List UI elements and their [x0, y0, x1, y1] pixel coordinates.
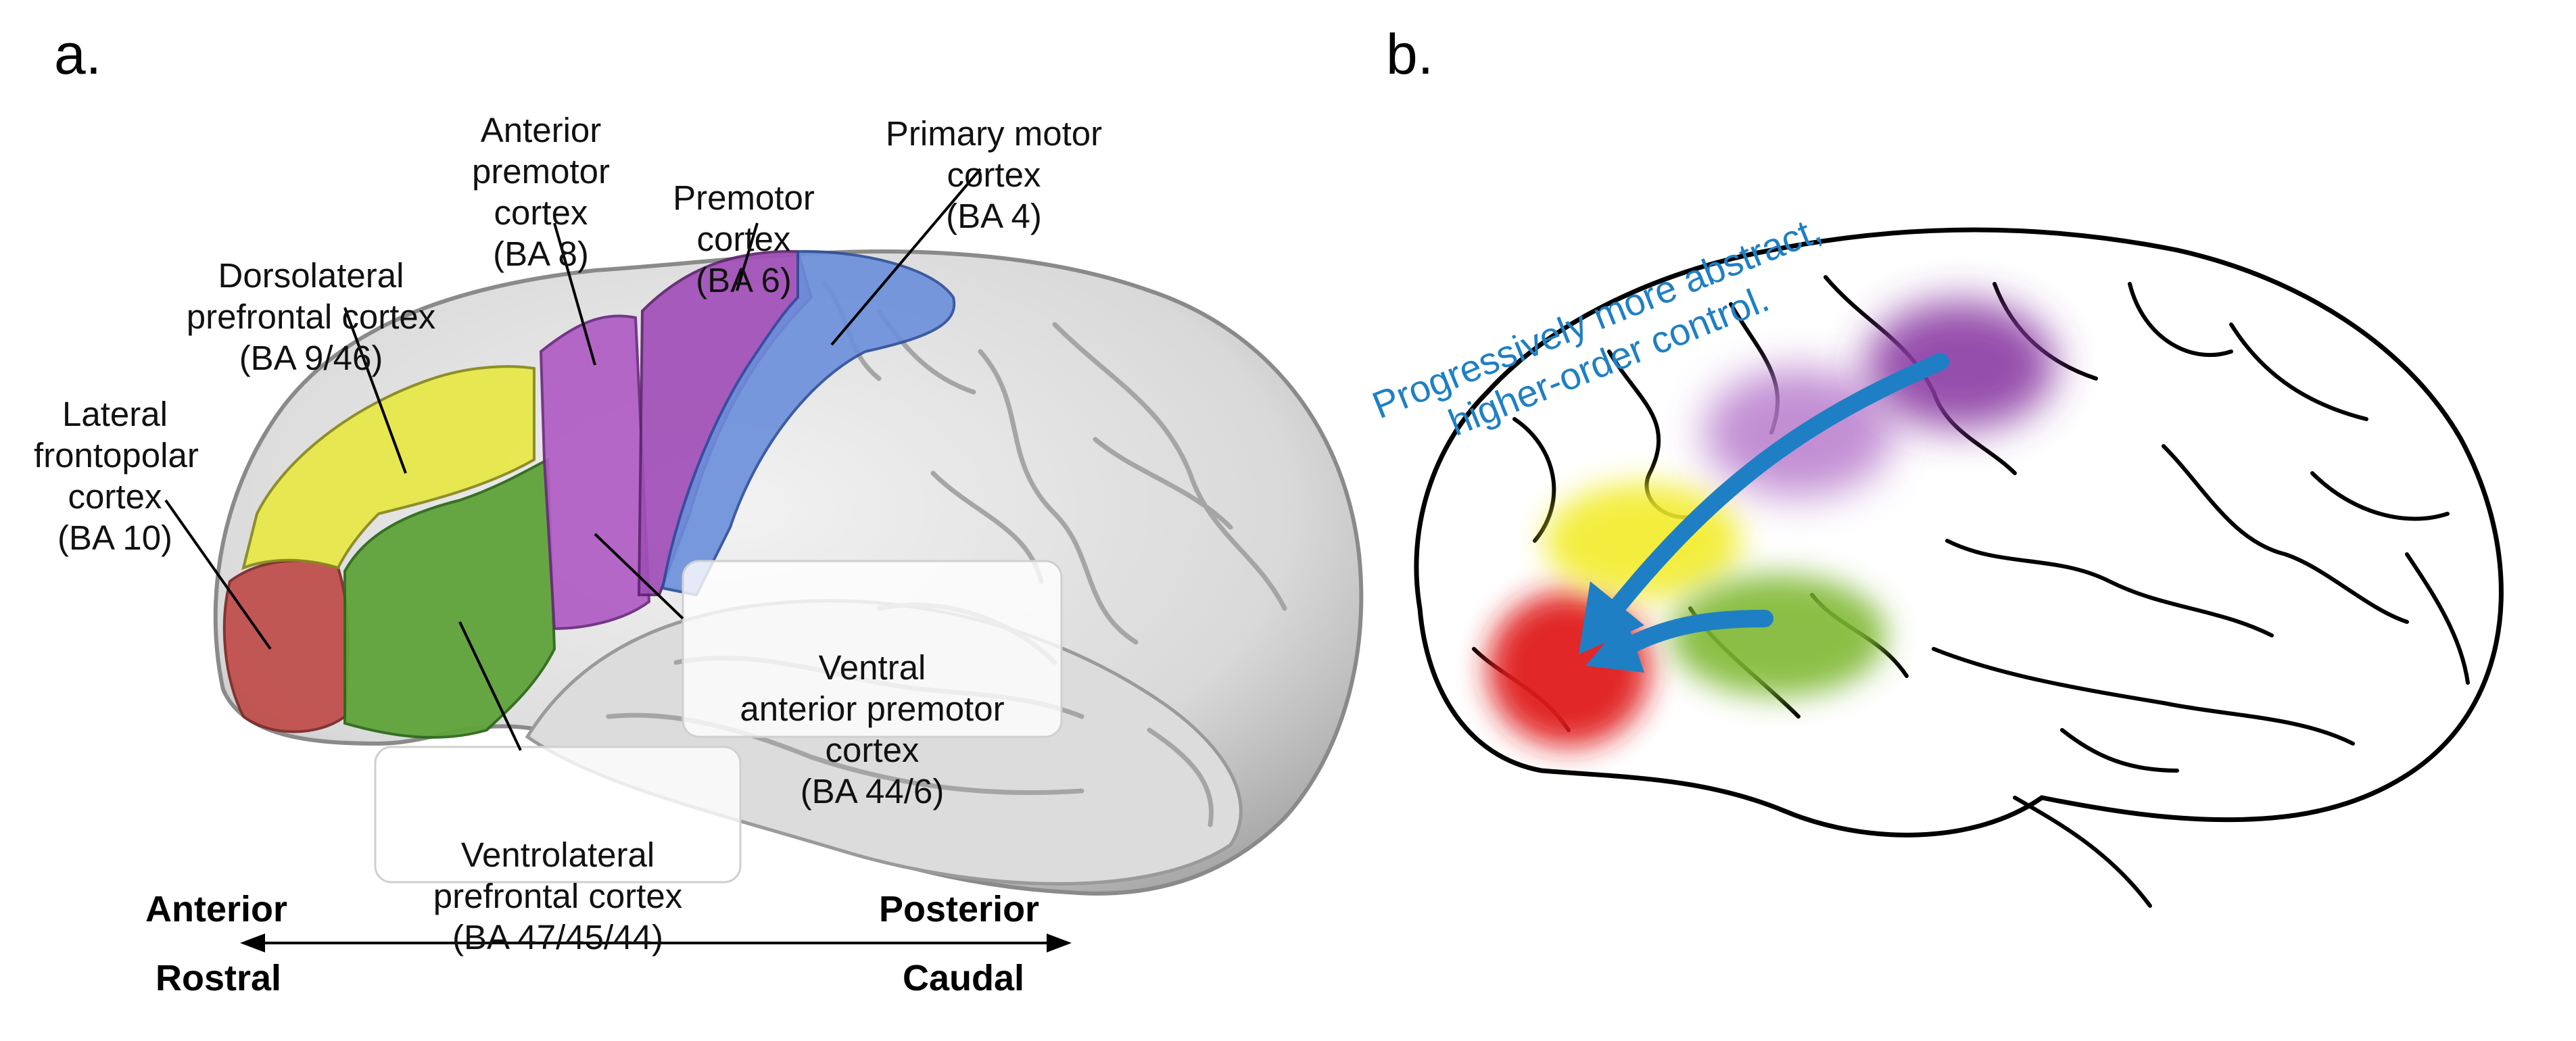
- ventral-anterior-premotor-box: [682, 560, 1063, 738]
- axis-posterior: Posterior: [879, 889, 1040, 929]
- blob-purple: [1866, 301, 2055, 429]
- brain-b-outline: [1414, 227, 2504, 838]
- axis-arrow: [240, 934, 1072, 952]
- leader-ba6: [736, 222, 759, 291]
- panel-a-label: a.: [54, 22, 102, 86]
- leader-ventrolateral: [458, 621, 522, 751]
- region-ba946-fill: [241, 365, 535, 571]
- abstract-arrow-short: [1621, 610, 1773, 654]
- abstract-arrow-long: [1607, 353, 1949, 617]
- leader-lines: [164, 168, 982, 751]
- panel-b-label: b.: [1386, 22, 1434, 86]
- region-ba8-fill: [539, 314, 651, 631]
- leader-ba446: [594, 533, 684, 620]
- leader-ba4: [830, 168, 982, 346]
- region-ba4-fill: [661, 249, 956, 597]
- blob-green: [1670, 575, 1886, 696]
- ventrolateral-box: [374, 746, 742, 883]
- region-ba10-fill: [222, 559, 350, 733]
- leader-ba8: [553, 222, 596, 366]
- leader-ba946: [343, 307, 407, 474]
- axis-rostral: Rostral: [156, 958, 282, 998]
- region-ventrolateral-fill: [343, 457, 556, 739]
- axis-anterior: Anterior: [145, 889, 288, 929]
- abstract-arrow-short-head: [1585, 619, 1644, 673]
- leader-ba10: [164, 499, 272, 650]
- brain-b: [1414, 227, 2504, 908]
- axis-caudal: Caudal: [903, 958, 1025, 998]
- abstract-arrow-long-head: [1579, 581, 1644, 654]
- brain-a: [213, 249, 1364, 896]
